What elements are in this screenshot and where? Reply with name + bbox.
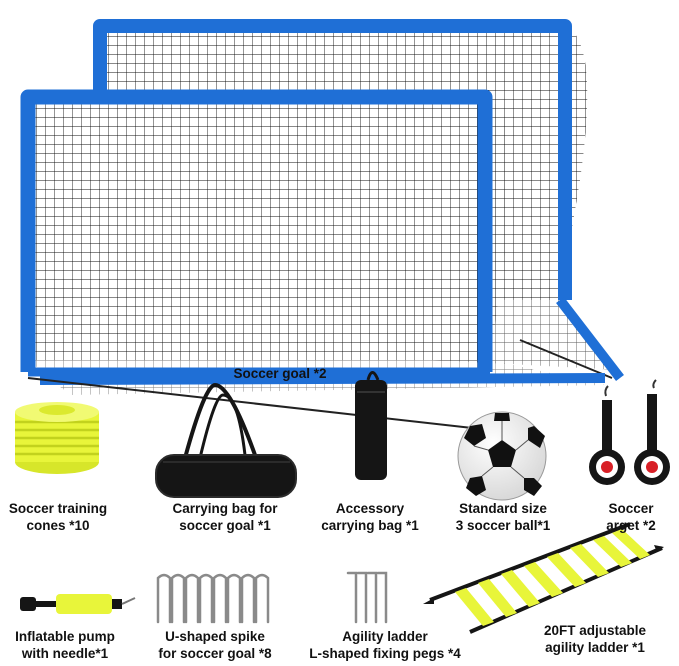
accessory-bag-label-line1: Accessory [335,501,405,516]
cones-label-line2: cones *10 [26,518,90,533]
accessory-bag-label-line2: carrying bag *1 [321,518,419,533]
carrying-bag [155,382,297,498]
pump-label: Inflatable pump with needle*1 [0,628,130,662]
pump-label-line1: Inflatable pump [15,629,115,644]
pegs-label-line1: Agility ladder [342,629,428,644]
pump-label-line2: with needle*1 [21,646,109,661]
carrying-bag-label: Carrying bag for soccer goal *1 [150,500,300,534]
soccer-goal-label-text: Soccer goal *2 [233,366,327,381]
target-label-line2: arget *2 [606,518,656,533]
carrying-bag-label-line2: soccer goal *1 [179,518,271,533]
target-label: Soccer arget *2 [590,500,672,534]
accessory-bag [355,371,387,480]
inflatable-pump [20,594,136,614]
spike-label: U-shaped spike for soccer goal *8 [140,628,290,662]
accessory-bag-label: Accessory carrying bag *1 [305,500,435,534]
l-shaped-pegs [346,571,388,624]
ladder-label: 20FT adjustable agility ladder *1 [520,622,670,656]
spike-label-line2: for soccer goal *8 [158,646,272,661]
pegs-label-line2: L-shaped fixing pegs *4 [309,646,461,661]
soccer-ball-label-line2: 3 soccer ball*1 [455,518,551,533]
agility-ladder [423,522,664,634]
carrying-bag-label-line1: Carrying bag for [172,501,278,516]
training-cones-stack [15,402,99,474]
ladder-label-line1: 20FT adjustable [543,623,647,638]
soccer-ball-label-line1: Standard size [459,501,547,516]
target-label-line1: Soccer [608,501,654,516]
soccer-targets [589,379,670,485]
u-shaped-spikes [156,573,270,624]
cones-label: Soccer training cones *10 [0,500,116,534]
soccer-ball [457,411,547,501]
pegs-label: Agility ladder L-shaped fixing pegs *4 [300,628,470,662]
front-soccer-goal [20,89,606,431]
soccer-goal-label: Soccer goal *2 [212,365,348,382]
spike-label-line1: U-shaped spike [165,629,265,644]
ladder-label-line2: agility ladder *1 [545,640,645,655]
soccer-ball-label: Standard size 3 soccer ball*1 [444,500,562,534]
cones-label-line1: Soccer training [8,501,108,516]
